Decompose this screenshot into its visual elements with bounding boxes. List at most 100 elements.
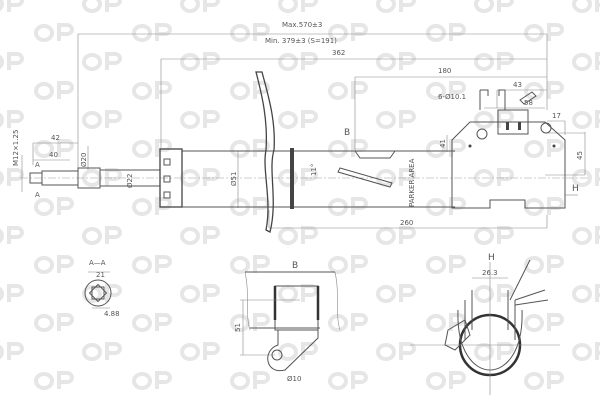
dim-40: 40 xyxy=(49,151,58,159)
watermark-logo xyxy=(376,284,416,303)
watermark-logo xyxy=(132,197,172,216)
bracket-notch xyxy=(354,150,396,159)
watermark-logo xyxy=(230,139,270,158)
watermark-logo xyxy=(572,52,600,71)
dim-58: 58 xyxy=(524,99,533,107)
min-length-label: Min. 379±3 (S=191) xyxy=(265,37,337,45)
watermark-logo xyxy=(376,0,416,13)
detail-b-hole: Ø10 xyxy=(287,375,301,383)
watermark-logo xyxy=(230,81,270,100)
detail-b-title: B xyxy=(292,261,298,271)
watermark-logo xyxy=(34,313,74,332)
section-a-top: A xyxy=(35,161,40,169)
watermark-logo xyxy=(426,313,466,332)
watermark-logo xyxy=(132,255,172,274)
watermark-logo xyxy=(572,342,600,361)
watermark-logo xyxy=(82,342,122,361)
watermark-logo xyxy=(474,284,514,303)
thread-label: M12×1.25 xyxy=(12,130,20,166)
watermark-logo xyxy=(474,110,514,129)
watermark-logo xyxy=(180,284,220,303)
watermark-logo xyxy=(426,371,466,390)
watermark-logo xyxy=(0,52,24,70)
watermark-logo xyxy=(34,255,74,274)
watermark-logo xyxy=(180,110,220,129)
dim-41: 41 xyxy=(439,139,447,148)
watermark-logo xyxy=(376,110,416,129)
watermark-logo xyxy=(180,342,220,361)
watermark-logo xyxy=(278,342,318,361)
dim-43: 43 xyxy=(513,81,522,89)
view-h-title: H xyxy=(488,253,495,263)
watermark-logo xyxy=(230,313,270,332)
watermark-logo xyxy=(426,23,466,42)
watermark-logo xyxy=(34,139,74,158)
view-h xyxy=(410,259,560,395)
watermark-logo xyxy=(572,226,600,245)
watermark-logo xyxy=(524,23,564,42)
watermark-logo xyxy=(34,197,74,216)
watermark-logo xyxy=(376,342,416,361)
watermark-logo xyxy=(376,52,416,71)
view-h-dim-263: 26.3 xyxy=(482,269,498,277)
detail-b xyxy=(240,271,341,372)
section-a-bottom: A xyxy=(35,191,40,199)
watermark-logo xyxy=(34,23,74,42)
knuckle-bracket xyxy=(451,121,566,209)
watermark-logo xyxy=(34,81,74,100)
watermark-logo xyxy=(474,52,514,71)
watermark-logo xyxy=(524,313,564,332)
dim-45: 45 xyxy=(576,151,584,160)
section-aa-dim-21: 21 xyxy=(96,271,105,279)
section-b-marker: B xyxy=(344,128,350,138)
view-h-marker: H xyxy=(572,184,579,194)
watermark-logo xyxy=(426,255,466,274)
spring-seat xyxy=(255,71,275,233)
watermark-logo xyxy=(82,0,122,13)
dia-51-label: Ø51 xyxy=(230,172,238,186)
watermark-logo xyxy=(0,0,24,12)
watermark-logo xyxy=(328,371,368,390)
watermark-logo xyxy=(524,255,564,274)
watermark-logo xyxy=(524,81,564,100)
watermark-logo xyxy=(180,52,220,71)
watermark-logo xyxy=(376,226,416,245)
watermark-logo xyxy=(474,342,514,361)
watermark-logo xyxy=(180,0,220,13)
dim-180: 180 xyxy=(438,67,451,75)
watermark-logo xyxy=(524,371,564,390)
watermark-logo xyxy=(278,110,318,129)
watermark-logo xyxy=(230,371,270,390)
watermark-logo xyxy=(82,52,122,71)
watermark-logo xyxy=(328,255,368,274)
brake-hose-clip xyxy=(337,167,393,188)
watermark-logo xyxy=(328,81,368,100)
top-cap xyxy=(159,148,183,208)
watermark-logo xyxy=(524,197,564,216)
watermark-logo xyxy=(278,284,318,303)
watermark-logo xyxy=(278,52,318,71)
rod-dia-label: Ø20 xyxy=(80,153,88,167)
watermark-logo xyxy=(132,81,172,100)
watermark-logo xyxy=(474,226,514,245)
watermark-logo xyxy=(572,0,600,13)
watermark-logo xyxy=(132,371,172,390)
watermark-logo xyxy=(426,139,466,158)
watermark-logo xyxy=(524,139,564,158)
detail-b-dim-51: 51 xyxy=(234,323,242,332)
dimension-lines xyxy=(21,33,586,229)
watermark-logo xyxy=(230,255,270,274)
dia-22-label: Ø22 xyxy=(126,174,134,188)
op-watermark-logo xyxy=(0,0,600,390)
max-length-label: Max.570±3 xyxy=(282,21,322,29)
watermark-logo xyxy=(278,226,318,245)
watermark-logo xyxy=(0,226,24,244)
watermark-logo xyxy=(0,284,24,302)
watermark-logo xyxy=(0,110,24,128)
dim-362: 362 xyxy=(332,49,345,57)
angle-label: 11° xyxy=(310,164,318,176)
watermark-logo xyxy=(426,81,466,100)
section-aa-dim-488: 4.88 xyxy=(104,310,120,318)
watermark-logo xyxy=(328,139,368,158)
